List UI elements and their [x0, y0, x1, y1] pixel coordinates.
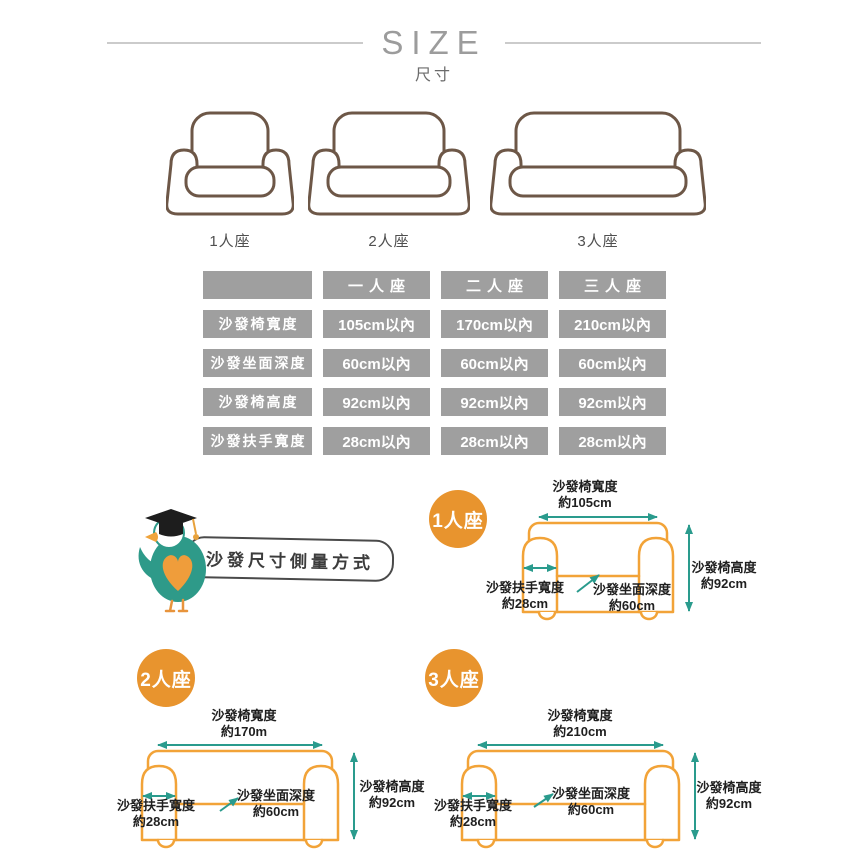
size-table: 一人座 二人座 三人座 沙發椅寬度 105cm以內 170cm以內 210cm以… [203, 271, 666, 455]
graduate-bird-mascot-icon [138, 509, 206, 613]
diagram-2seater-badge: 2人座 [137, 649, 195, 707]
diagram-3seater-badge: 3人座 [425, 649, 483, 707]
table-row-label: 沙發坐面深度 [203, 349, 312, 377]
sofa-1seater-label: 1人座 [209, 233, 251, 250]
table-cell: 28cm以內 [559, 427, 666, 455]
table-cell: 105cm以內 [323, 310, 430, 338]
sofa-3seater-figure: 3人座 [490, 110, 706, 251]
armrest-measure-label: 沙發扶手寬度 約28cm [116, 798, 196, 829]
page-title: SIZE [381, 24, 487, 61]
table-cell: 28cm以內 [323, 427, 430, 455]
sofa-2seater-label: 2人座 [368, 233, 410, 250]
armrest-measure-label: 沙發扶手寬度 約28cm [485, 580, 565, 611]
width-measure-label: 沙發椅寬度 約170m [211, 708, 277, 739]
diagram-1seater-badge: 1人座 [429, 490, 487, 548]
height-measure-label: 沙發椅高度 約92cm [359, 779, 425, 810]
diagram-3seater-sofa [460, 741, 699, 849]
height-measure-label: 沙發椅高度 約92cm [696, 780, 762, 811]
seat-depth-measure-label: 沙發坐面深度 約60cm [236, 788, 316, 819]
table-row-label: 沙發椅寬度 [203, 310, 312, 338]
table-cell: 28cm以內 [441, 427, 548, 455]
table-header-empty [203, 271, 312, 299]
table-cell: 210cm以內 [559, 310, 666, 338]
sofa-3seater-label: 3人座 [577, 233, 619, 250]
width-measure-label: 沙發椅寬度 約105cm [552, 479, 618, 510]
armrest-measure-label: 沙發扶手寬度 約28cm [433, 798, 513, 829]
page-subtitle: 尺寸 [414, 67, 453, 84]
sofa-2seater-figure: 2人座 [308, 110, 470, 251]
seat-depth-measure-label: 沙發坐面深度 約60cm [592, 582, 672, 613]
table-header-2seater: 二人座 [441, 271, 548, 299]
table-cell: 170cm以內 [441, 310, 548, 338]
table-row-label: 沙發扶手寬度 [203, 427, 312, 455]
table-cell: 92cm以內 [559, 388, 666, 416]
table-cell: 60cm以內 [323, 349, 430, 377]
height-measure-label: 沙發椅高度 約92cm [691, 560, 757, 591]
sofa-2seater-icon [308, 111, 470, 216]
measure-method-ribbon: 沙發尺寸側量方式 [185, 535, 395, 583]
table-header-1seater: 一人座 [323, 271, 430, 299]
table-cell: 92cm以內 [323, 388, 430, 416]
sofa-3seater-icon [490, 111, 706, 216]
width-measure-label: 沙發椅寬度 約210cm [547, 708, 613, 739]
title-line-right [504, 42, 761, 44]
table-cell: 60cm以內 [559, 349, 666, 377]
table-cell: 92cm以內 [441, 388, 548, 416]
diagram-2seater-sofa [140, 741, 358, 849]
diagram-1seater-sofa [521, 513, 693, 621]
table-cell: 60cm以內 [441, 349, 548, 377]
table-row-label: 沙發椅高度 [203, 388, 312, 416]
title-line-left [107, 42, 364, 44]
page-header: SIZE [0, 24, 868, 62]
sofa-1seater-figure: 1人座 [166, 110, 294, 251]
sofa-1seater-icon [166, 111, 294, 216]
seat-depth-measure-label: 沙發坐面深度 約60cm [551, 786, 631, 817]
table-header-3seater: 三人座 [559, 271, 666, 299]
